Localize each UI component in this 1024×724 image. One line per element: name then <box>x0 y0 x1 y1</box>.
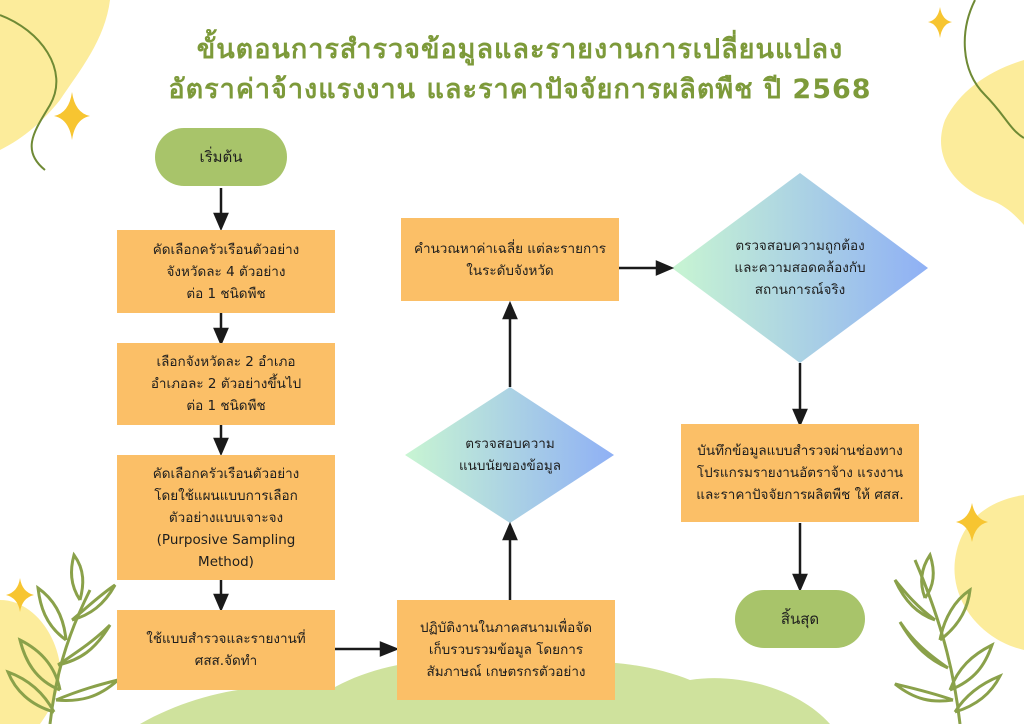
process-box-field-work: ปฏิบัติงานในภาคสนามเพื่อจัด เก็บรวบรวมข้… <box>397 600 615 700</box>
leaf-plant-left <box>5 551 120 724</box>
blob-top-right <box>941 60 1024 225</box>
page-title-line1: ขั้นตอนการสำรวจข้อมูลและรายงานการเปลี่ยน… <box>196 34 844 65</box>
text-line: ในระดับจังหวัด <box>466 262 554 279</box>
sparkle-icon <box>54 92 90 140</box>
curl-line-right <box>963 0 1024 139</box>
process-box-purposive-sampling: คัดเลือกครัวเรือนตัวอย่าง โดยใช้แผนแบบกา… <box>117 455 335 580</box>
text-line: สถานการณ์จริง <box>754 282 846 298</box>
decision-diamond-accuracy <box>672 173 928 363</box>
text-line: ใช้แบบสำรวจและรายงานที่ <box>146 631 306 647</box>
decision-text-accuracy: ตรวจสอบความถูกต้อง และความสอดคล้องกับ สถ… <box>700 233 900 303</box>
blob-top-left <box>0 0 110 150</box>
text-line: แนบนัยของข้อมูล <box>458 458 562 474</box>
text-line: โปรแกรมรายงานอัตราจ้าง แรงงาน <box>696 465 904 481</box>
leaf-plant-right <box>893 551 1004 724</box>
process-box-select-districts: เลือกจังหวัดละ 2 อำเภอ อำเภอละ 2 ตัวอย่า… <box>117 343 335 425</box>
text-line: ปฏิบัติงานในภาคสนามเพื่อจัด <box>420 620 592 636</box>
decision-text-consistency: ตรวจสอบความ แนบนัยของข้อมูล <box>425 425 595 485</box>
text-line: สัมภาษณ์ เกษตรกรตัวอย่าง <box>426 664 586 680</box>
process-box-compute-average: คำนวณหาค่าเฉลี่ย แต่ละรายการ ในระดับจังห… <box>401 218 619 301</box>
text-line: เลือกจังหวัดละ 2 อำเภอ <box>156 354 296 370</box>
text-line: จังหวัดละ 4 ตัวอย่าง <box>166 263 286 280</box>
start-node: เริ่มต้น <box>155 128 287 186</box>
text-line: Method) <box>198 553 254 570</box>
text-line: บันทึกข้อมูลแบบสำรวจผ่านช่องทาง <box>697 443 903 459</box>
process-box-use-survey-form: ใช้แบบสำรวจและรายงานที่ ศสส.จัดทำ <box>117 610 335 690</box>
text-line: อำเภอละ 2 ตัวอย่างขึ้นไป <box>150 376 302 392</box>
text-line: ตัวอย่างแบบเจาะจง <box>168 509 284 526</box>
text-line: ตรวจสอบความถูกต้อง <box>735 238 865 254</box>
text-line: ตรวจสอบความ <box>465 436 555 452</box>
process-box-select-households: คัดเลือกครัวเรือนตัวอย่าง จังหวัดละ 4 ตั… <box>117 230 335 313</box>
sparkle-icon <box>928 7 952 38</box>
text-line: ศสส.จัดทำ <box>194 653 258 669</box>
text-line: ต่อ 1 ชนิดพืช <box>186 285 266 302</box>
text-line: คัดเลือกครัวเรือนตัวอย่าง <box>152 465 300 482</box>
flow-arrows <box>213 188 808 657</box>
text-line: เก็บรวบรวมข้อมูล โดยการ <box>428 642 584 658</box>
end-node: สิ้นสุด <box>735 590 865 648</box>
sparkle-icon <box>6 578 34 612</box>
text-line: คัดเลือกครัวเรือนตัวอย่าง <box>152 241 300 258</box>
text-line: (Purposive Sampling <box>156 531 296 548</box>
text-line: และราคาปัจจัยการผลิตพืช ให้ ศสส. <box>696 487 904 503</box>
process-box-record-data: บันทึกข้อมูลแบบสำรวจผ่านช่องทาง โปรแกรมร… <box>681 424 919 522</box>
text-line: และความสอดคล้องกับ <box>734 260 866 276</box>
text-line: ต่อ 1 ชนิดพืช <box>186 398 266 414</box>
decision-diamond-consistency <box>405 387 614 523</box>
text-line: คำนวณหาค่าเฉลี่ย แต่ละรายการ <box>413 240 607 257</box>
page-title-line2: อัตราค่าจ้างแรงงาน และราคาปัจจัยการผลิตพ… <box>168 74 872 105</box>
curl-line-left <box>0 14 58 171</box>
sparkle-icon <box>956 503 988 542</box>
text-line: โดยใช้แผนแบบการเลือก <box>154 487 298 504</box>
